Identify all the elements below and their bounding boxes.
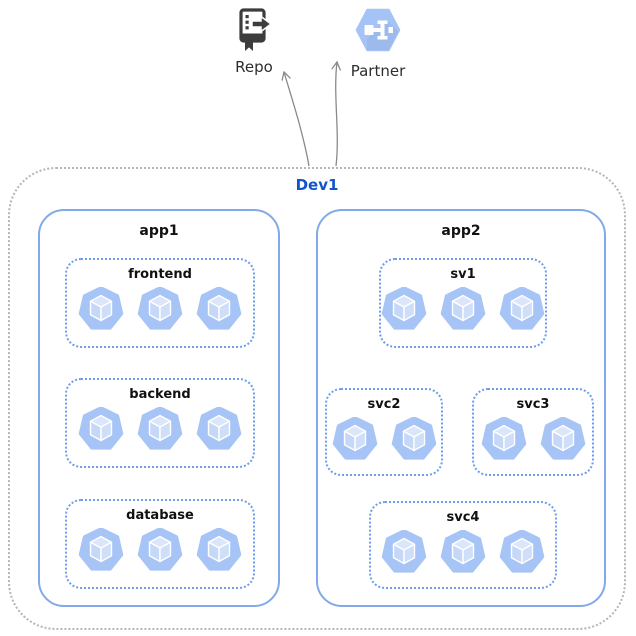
arrow-dev1-partner xyxy=(336,62,338,167)
pod-icon xyxy=(381,287,427,330)
dev1-zone: Dev1 app1 frontend xyxy=(8,167,626,630)
service-group-frontend: frontend xyxy=(65,258,255,348)
app1-label: app1 xyxy=(139,223,179,239)
pod-icon xyxy=(196,287,242,330)
pod-icon xyxy=(381,530,427,573)
pod-icon xyxy=(391,417,436,460)
external-node-repo: Repo xyxy=(228,8,280,76)
service-group-svc2: svc2 xyxy=(325,388,443,476)
pod-icon xyxy=(137,528,183,571)
pod-icon xyxy=(196,528,242,571)
pod-icon xyxy=(137,287,183,330)
pod-icon xyxy=(481,417,526,460)
repo-book-icon xyxy=(239,8,273,51)
service-group-svc3: svc3 xyxy=(472,388,594,476)
svc4-label: svc4 xyxy=(446,510,480,525)
sv1-pod-row xyxy=(381,287,545,331)
pod-icon xyxy=(78,287,124,330)
partner-hexagon-icon xyxy=(355,8,401,52)
pod-icon xyxy=(196,407,242,450)
service-group-backend: backend xyxy=(65,378,255,468)
pod-icon xyxy=(499,287,545,330)
service-group-sv1: sv1 xyxy=(379,258,547,348)
external-node-partner: Partner xyxy=(350,8,406,80)
pod-icon xyxy=(78,407,124,450)
backend-label: backend xyxy=(129,387,191,402)
sv1-label: sv1 xyxy=(450,267,476,282)
pod-icon xyxy=(440,287,486,330)
svc3-label: svc3 xyxy=(516,397,550,412)
svc2-label: svc2 xyxy=(367,397,401,412)
pod-icon xyxy=(440,530,486,573)
app1-box: app1 frontend backend xyxy=(38,209,280,607)
svc4-pod-row xyxy=(371,530,555,574)
pod-icon xyxy=(332,417,377,460)
app2-label: app2 xyxy=(441,223,481,239)
repo-label: Repo xyxy=(235,58,273,76)
dev1-zone-label: Dev1 xyxy=(295,176,339,194)
pod-icon xyxy=(499,530,545,573)
frontend-pod-row xyxy=(67,287,253,331)
partner-label: Partner xyxy=(350,62,406,80)
svc2-pod-row xyxy=(327,417,441,461)
arrow-dev1-repo xyxy=(284,72,310,167)
database-label: database xyxy=(126,508,194,523)
pod-icon xyxy=(137,407,183,450)
service-group-database: database xyxy=(65,499,255,589)
pod-icon xyxy=(78,528,124,571)
svc3-pod-row xyxy=(474,417,592,461)
pod-icon xyxy=(540,417,585,460)
database-pod-row xyxy=(67,528,253,572)
app2-box: app2 sv1 svc2 xyxy=(316,209,606,607)
service-group-svc4: svc4 xyxy=(369,501,557,589)
backend-pod-row xyxy=(67,407,253,451)
frontend-label: frontend xyxy=(128,267,192,282)
